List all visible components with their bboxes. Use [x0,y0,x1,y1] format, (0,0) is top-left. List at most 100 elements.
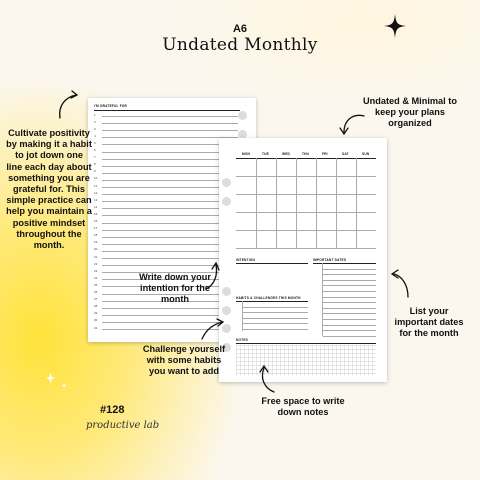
gratitude-line[interactable] [102,215,238,217]
important-dates-label: IMPORTANT DATES [313,258,347,262]
gratitude-line-number: 29 [94,311,98,316]
gratitude-line[interactable] [102,151,238,153]
habit-line [243,323,308,325]
gratitude-line-number: 11 [94,183,98,188]
gratitude-line-number: 22 [94,261,98,266]
date-line [323,313,376,315]
gratitude-line[interactable] [102,144,238,146]
gratitude-line[interactable] [102,272,238,274]
product-code: #128 [100,404,125,416]
calendar-col-line [256,158,257,248]
intention-annotation: Write down your intention for the month [139,272,211,305]
habits-annotation: Challenge yourself with some habits you … [142,344,226,377]
date-line [323,302,376,304]
gratitude-line-number: 23 [94,268,98,273]
dates-divider [322,263,323,336]
gratitude-line[interactable] [102,194,238,196]
date-line [323,319,376,320]
arrow-minimal [343,114,365,133]
sparkle-icon-left [45,371,56,389]
habit-line [243,312,308,314]
brand-logo: productive lab [86,420,160,431]
arrow-notes [261,367,275,393]
gratitude-line[interactable] [102,158,238,160]
gratitude-line[interactable] [102,243,238,245]
gratitude-line[interactable] [102,116,238,117]
calendar-col-line [336,158,337,248]
gratitude-line[interactable] [102,300,238,302]
gratitude-line-number: 14 [94,204,98,209]
gratitude-line-number: 27 [94,297,98,302]
gratitude-line-number: 6 [94,148,96,152]
date-line [323,268,376,270]
gratitude-line-number: 19 [94,240,98,245]
gratitude-line-number: 1 [94,112,96,117]
sparkle-icon-left-small [61,376,67,394]
gratitude-line-number: 15 [94,211,98,216]
day-header-fri: FRI [322,152,328,156]
gratitude-line[interactable] [102,286,238,288]
sparkle-icon-top-right [384,14,406,43]
arrow-dates [393,273,409,298]
gratitude-line[interactable] [102,187,238,188]
gratitude-line[interactable] [102,208,238,210]
gratitude-line[interactable] [102,165,238,167]
notes-grid[interactable] [236,345,376,375]
calendar-row-line [236,230,376,231]
gratitude-line-number: 25 [94,282,98,287]
gratitude-line[interactable] [102,236,238,238]
date-line [323,307,376,309]
day-header-thu: THU [302,152,310,156]
date-line [323,324,376,326]
date-line [323,274,376,276]
gratitude-line[interactable] [102,222,238,224]
gratitude-line-number: 2 [94,119,96,124]
gratitude-line-number: 20 [94,247,98,252]
dates-annotation: List your important dates for the month [394,306,464,339]
gratitude-line[interactable] [102,130,238,132]
gratitude-line[interactable] [102,258,238,259]
gratitude-line-number: 21 [94,254,98,259]
gratitude-line[interactable] [102,123,238,125]
gratitude-line[interactable] [102,314,238,316]
date-line [323,279,376,281]
gratitude-line-number: 17 [94,226,98,231]
gratitude-line-number: 5 [94,140,96,145]
gratitude-line[interactable] [102,293,238,295]
gratitude-line[interactable] [102,250,238,252]
gratitude-line[interactable] [102,321,238,323]
arrow-habits [201,321,223,340]
habit-line [243,306,308,308]
gratitude-line[interactable] [102,137,238,139]
gratitude-heading: I'M GRATEFUL FOR [94,104,128,108]
gratitude-line-number: 31 [94,325,98,330]
gratitude-line[interactable] [102,279,238,281]
date-line [323,296,376,298]
gratitude-line-number: 3 [94,126,96,131]
gratitude-line[interactable] [102,265,238,267]
gratitude-line-number: 30 [94,318,98,323]
gratitude-line[interactable] [102,201,238,203]
calendar-row-line [236,248,376,249]
gratitude-line[interactable] [102,179,238,181]
gratitude-line[interactable] [102,229,238,231]
calendar-col-line [356,158,357,248]
date-line [323,335,376,337]
intention-rule [236,263,308,264]
notes-annotation: Free space to write down notes [261,396,345,418]
calendar-header-rule [236,158,376,159]
gratitude-line[interactable] [102,329,238,330]
date-line [323,285,376,287]
day-header-sun: SUN [362,152,370,156]
gratitude-line-number: 10 [94,176,98,181]
gratitude-line[interactable] [102,172,238,174]
habits-rule [236,301,308,302]
habits-divider [242,301,243,331]
day-header-mon: MON [242,152,251,156]
gratitude-line-number: 24 [94,275,98,280]
calendar-col-line [276,158,277,248]
arrow-gratitude [59,94,77,119]
gratitude-line[interactable] [102,307,238,309]
